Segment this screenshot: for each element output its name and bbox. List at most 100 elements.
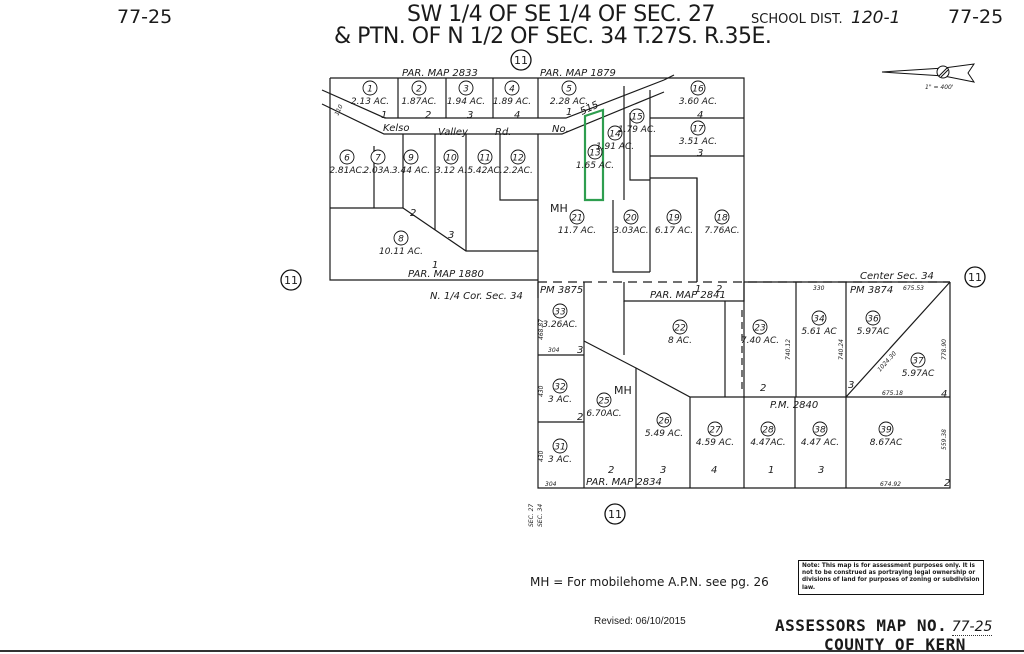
- parcel-number: 17: [692, 125, 704, 135]
- parcel-acreage: 11.7 AC.: [558, 226, 596, 236]
- svg-text:2: 2: [944, 478, 950, 489]
- parcel-number-circle: [623, 209, 639, 225]
- parcel-label[interactable]: 810.11 AC.: [379, 230, 423, 257]
- parcel-number-circle: [443, 149, 459, 165]
- parcel-label[interactable]: 131.65 AC.: [576, 144, 614, 171]
- parcel-acreage: 4.47 AC.: [801, 438, 839, 448]
- parcel-acreage: 3 AC.: [548, 395, 572, 405]
- parcel-number-circle: [629, 108, 645, 124]
- parcel-acreage: 4.47AC.: [750, 438, 785, 448]
- parcel-acreage: 3.12 A.: [435, 166, 467, 176]
- parcel-label[interactable]: 115.42AC.: [467, 149, 503, 176]
- parcel-number: 18: [716, 214, 728, 224]
- parcel-label[interactable]: 163.60 AC.: [679, 80, 717, 107]
- parcel-acreage: 7.76AC.: [704, 226, 739, 236]
- parcel-acreage: 2.13 AC.: [351, 97, 389, 107]
- map-title-line1: SW 1/4 OF SE 1/4 OF SEC. 27: [407, 2, 716, 27]
- parcel-number-circle: [910, 352, 926, 368]
- parcel-label[interactable]: 52.28 AC.: [550, 80, 588, 107]
- parcel-label[interactable]: 18 7.76AC.: [704, 209, 740, 236]
- assessors-map-number: ASSESSORS MAP NO. 77-25: [775, 616, 993, 636]
- svg-text:1: 1: [566, 107, 572, 118]
- svg-text:3: 3: [577, 345, 583, 356]
- road-name: No.: [552, 124, 569, 135]
- svg-text:430: 430: [538, 450, 545, 462]
- parcel-label[interactable]: 203.03AC.: [613, 209, 649, 236]
- parcel-label[interactable]: 345.61 AC: [801, 310, 837, 337]
- parcel-number: 26: [658, 417, 670, 427]
- page-number-right: 77-25: [948, 6, 1004, 28]
- parcel-map-label: PAR. MAP 2833: [402, 68, 478, 79]
- parcel-number: 22: [674, 324, 686, 334]
- svg-text:3: 3: [467, 110, 473, 121]
- parcel-label[interactable]: 93.44 AC.: [392, 149, 430, 176]
- svg-text:1: 1: [768, 465, 774, 476]
- parcel-label[interactable]: 151.79 AC.: [618, 108, 656, 135]
- parcel-label[interactable]: 41.89 AC.: [493, 80, 531, 107]
- svg-text:675.53: 675.53: [903, 285, 924, 292]
- parcel-acreage: 8 AC.: [668, 336, 692, 346]
- svg-text:3: 3: [448, 230, 454, 241]
- svg-text:1: 1: [695, 284, 701, 295]
- parcel-label[interactable]: 22 8 AC.: [668, 319, 692, 346]
- section-marker: 11: [964, 266, 986, 288]
- parcel-label[interactable]: 274.59 AC.: [696, 421, 734, 448]
- parcel-label[interactable]: 31.94 AC.: [447, 80, 485, 107]
- svg-text:559.38: 559.38: [941, 429, 948, 450]
- parcel-label[interactable]: 398.67AC: [870, 421, 903, 448]
- parcel-label[interactable]: 122.2AC.: [503, 149, 533, 176]
- parcel-label[interactable]: 313 AC.: [548, 438, 572, 465]
- parcel-acreage: 5.49 AC.: [645, 429, 683, 439]
- svg-text:740.12: 740.12: [785, 339, 792, 360]
- parcel-label[interactable]: 237.40 AC.: [741, 319, 779, 346]
- parcel-number-circle: [411, 80, 427, 96]
- parcel-label[interactable]: 141.91 AC.: [596, 125, 634, 152]
- section-marker: 11: [510, 49, 532, 71]
- parcel-acreage: 2.28 AC.: [550, 97, 588, 107]
- parcel-label[interactable]: 173.51 AC.: [679, 120, 717, 147]
- svg-text:4: 4: [711, 465, 717, 476]
- parcel-number-circle: [656, 412, 672, 428]
- svg-text:4: 4: [514, 110, 520, 121]
- parcel-number-circle: [393, 230, 409, 246]
- parcel-acreage: 2.2AC.: [503, 166, 533, 176]
- parcel-label[interactable]: 21.87AC.: [401, 80, 437, 107]
- parcel-number: 10: [445, 154, 457, 164]
- parcel-label[interactable]: 26 5.49 AC.: [645, 412, 683, 439]
- parcel-number: 38: [814, 426, 826, 436]
- highlighted-parcel-13[interactable]: [583, 108, 605, 202]
- parcel-label[interactable]: 72.03A.: [363, 149, 393, 176]
- parcel-label[interactable]: 333.26AC.: [542, 303, 578, 330]
- parcel-acreage: 1.65 AC.: [576, 161, 614, 171]
- north-arrow-icon: [881, 63, 976, 83]
- svg-text:468.87: 468.87: [538, 319, 545, 340]
- parcel-label[interactable]: 12.13 AC.: [351, 80, 389, 107]
- parcel-label[interactable]: 196.17 AC.: [655, 209, 693, 236]
- parcel-map-label: PM 3875: [540, 285, 583, 296]
- assessors-map-value: 77-25: [951, 619, 993, 636]
- parcel-number-circle: [878, 421, 894, 437]
- parcel-label[interactable]: 365.97AC: [857, 310, 890, 337]
- svg-text:3: 3: [697, 148, 703, 159]
- parcel-label[interactable]: 375.97AC: [902, 352, 935, 379]
- parcel-number-circle: [510, 149, 526, 165]
- section-line-label: SEC. 27: [528, 504, 535, 527]
- parcel-number: 37: [912, 357, 924, 367]
- parcel-number-circle: [811, 310, 827, 326]
- parcel-label[interactable]: 38 4.47 AC.: [801, 421, 839, 448]
- parcel-label[interactable]: 62.81AC.: [329, 149, 365, 176]
- parcel-label[interactable]: 256.70AC.: [586, 392, 622, 419]
- parcel-acreage: 1.89 AC.: [493, 97, 531, 107]
- parcel-label[interactable]: 10 3.12 A.: [435, 149, 467, 176]
- parcel-acreage: 1.91 AC.: [596, 142, 634, 152]
- mobilehome-marker: MH: [550, 202, 568, 215]
- parcel-label[interactable]: 323 AC.: [548, 378, 572, 405]
- parcel-number-circle: [707, 421, 723, 437]
- parcel-label[interactable]: 284.47AC.: [750, 421, 786, 448]
- parcel-acreage: 5.97AC: [857, 327, 890, 337]
- svg-text:11: 11: [284, 274, 298, 287]
- parcel-number: 23: [754, 324, 766, 334]
- parcel-number: 3: [463, 85, 469, 95]
- parcel-number-circle: [714, 209, 730, 225]
